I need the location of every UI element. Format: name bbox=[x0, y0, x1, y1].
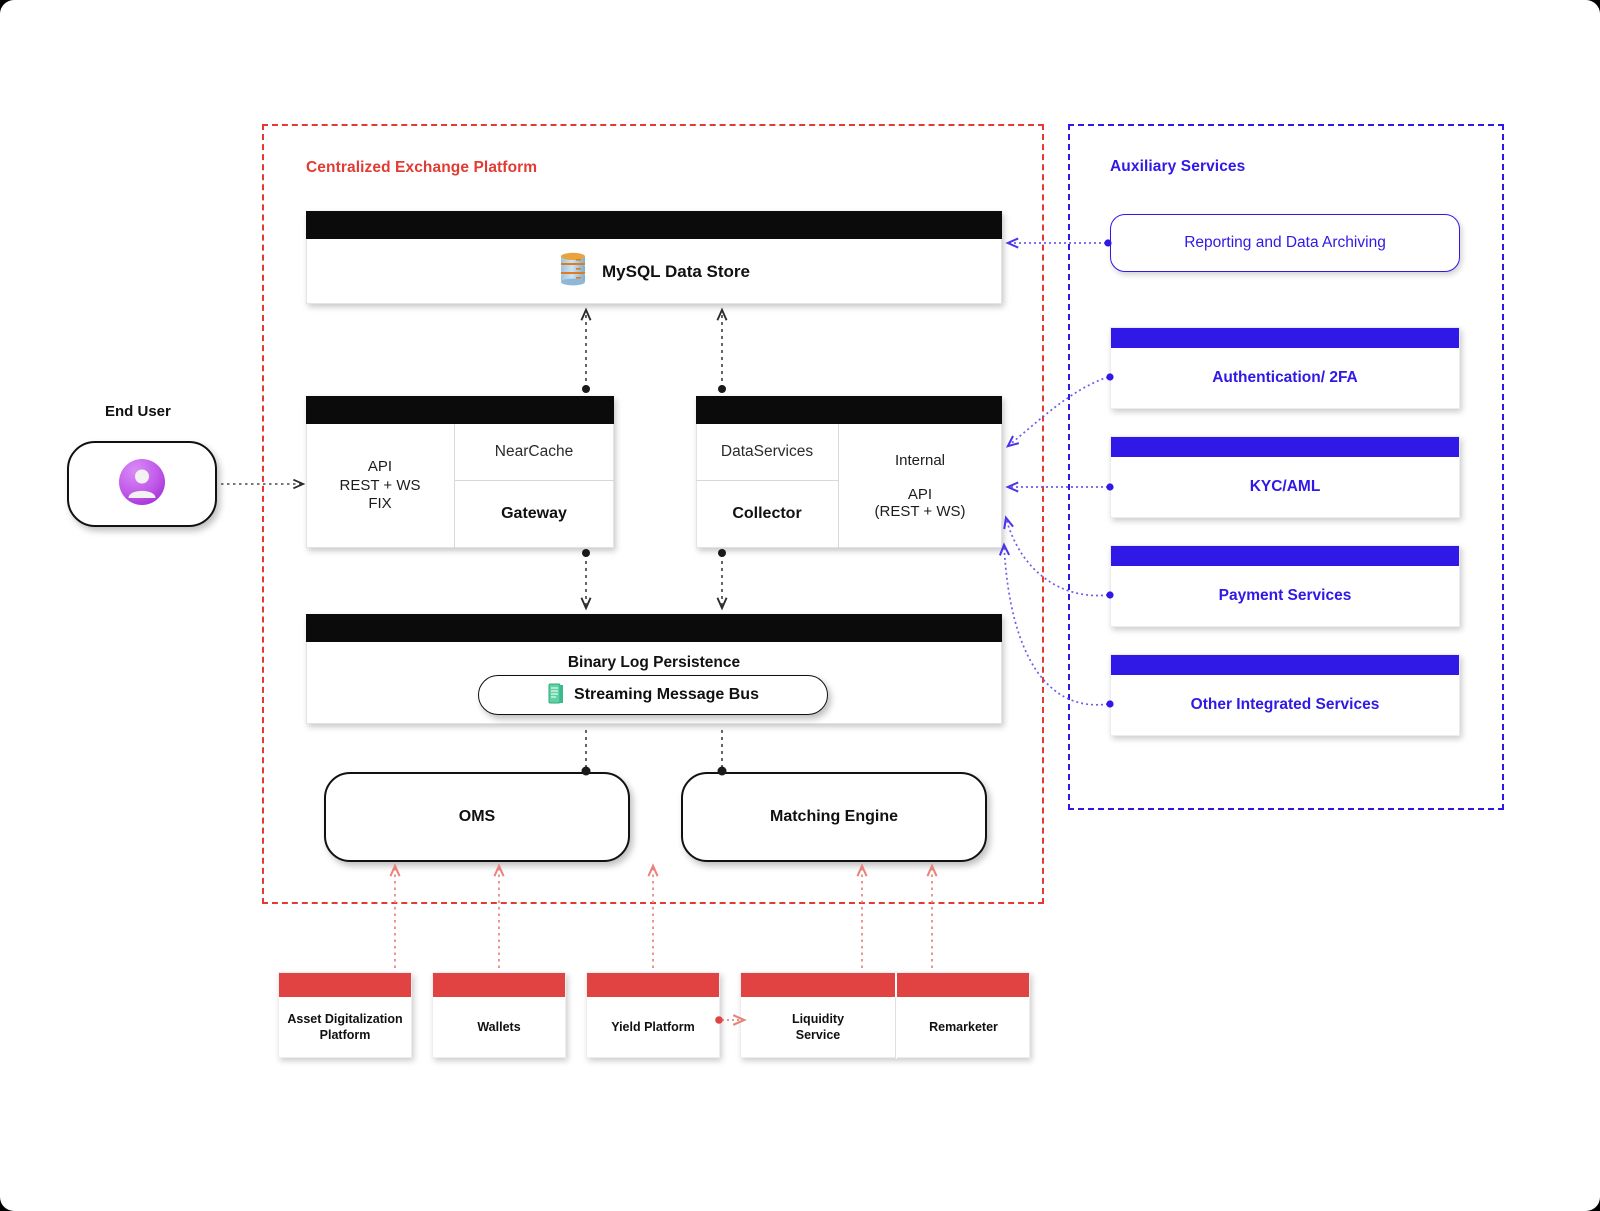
scroll-receipt-icon bbox=[547, 683, 564, 708]
aux-header-bar bbox=[1111, 328, 1459, 348]
service-asset-digitalization-platform-card[interactable]: Asset Digitalization Platform bbox=[278, 972, 412, 1058]
binary-log-persistence-label: Binary Log Persistence bbox=[567, 654, 741, 671]
service-yield-platform-card[interactable]: Yield Platform bbox=[586, 972, 720, 1058]
card-body bbox=[306, 239, 1002, 304]
aux-kyc-aml-card[interactable]: KYC/AML bbox=[1110, 436, 1460, 518]
card-header-bar bbox=[306, 211, 1002, 239]
oms-node[interactable]: OMS bbox=[324, 772, 630, 862]
dataservices-label: DataServices bbox=[720, 443, 814, 461]
aux-header-bar bbox=[1111, 655, 1459, 675]
card-header-bar bbox=[306, 614, 1002, 642]
cell-divider-horizontal bbox=[696, 480, 838, 481]
aux-label: Other Integrated Services bbox=[1190, 696, 1380, 713]
service-label: Asset Digitalization Platform bbox=[287, 1011, 403, 1042]
service-label: Yield Platform bbox=[611, 1019, 695, 1034]
aux-label: Payment Services bbox=[1218, 587, 1352, 604]
service-liquidity-remarketer-group: Liquidity Service Remarketer bbox=[740, 972, 1030, 1059]
streaming-message-bus-label: Streaming Message Bus bbox=[574, 686, 759, 703]
aux-header-bar bbox=[1111, 546, 1459, 566]
service-divider-vertical-lower bbox=[895, 997, 896, 1059]
oms-label: OMS bbox=[458, 808, 496, 825]
card-header-bar bbox=[696, 396, 1002, 424]
streaming-message-bus-node[interactable]: Streaming Message Bus bbox=[478, 675, 828, 715]
internal-api-label: Internal API (REST + WS) bbox=[874, 451, 966, 521]
cell-divider-vertical bbox=[454, 424, 455, 548]
binary-log-persistence-card[interactable]: Binary Log Persistence Streaming Message… bbox=[306, 614, 1002, 724]
group-title-centralized-exchange-platform: Centralized Exchange Platform bbox=[306, 159, 538, 176]
aux-authentication-2fa-card[interactable]: Authentication/ 2FA bbox=[1110, 327, 1460, 409]
aux-label: KYC/AML bbox=[1249, 478, 1321, 495]
service-label: Remarketer bbox=[929, 1019, 998, 1034]
user-avatar-icon bbox=[117, 457, 167, 512]
aux-reporting-and-data-archiving-node[interactable]: Reporting and Data Archiving bbox=[1110, 214, 1460, 272]
end-user-label: End User bbox=[105, 403, 171, 420]
nearcache-label: NearCache bbox=[494, 443, 574, 461]
matching-engine-label: Matching Engine bbox=[770, 808, 898, 825]
data-services-card[interactable]: DataServices Collector Internal API (RES… bbox=[696, 396, 1002, 548]
mysql-data-store-card[interactable]: MySQL Data Store bbox=[306, 211, 1002, 304]
service-wallets-card[interactable]: Wallets bbox=[432, 972, 566, 1058]
service-header-bar bbox=[587, 973, 719, 997]
card-body bbox=[696, 424, 1002, 548]
aux-label: Reporting and Data Archiving bbox=[1184, 234, 1386, 251]
service-header-bar bbox=[279, 973, 411, 997]
service-header-bar bbox=[741, 973, 1029, 997]
group-title-auxiliary-services: Auxiliary Services bbox=[1110, 158, 1246, 175]
service-label: Wallets bbox=[477, 1019, 521, 1034]
aux-header-bar bbox=[1111, 437, 1459, 457]
collector-label: Collector bbox=[732, 505, 802, 523]
aux-other-integrated-services-card[interactable]: Other Integrated Services bbox=[1110, 654, 1460, 736]
card-header-bar bbox=[306, 396, 614, 424]
cell-divider-horizontal bbox=[454, 480, 614, 481]
aux-payment-services-card[interactable]: Payment Services bbox=[1110, 545, 1460, 627]
aux-label: Authentication/ 2FA bbox=[1212, 369, 1358, 386]
end-user-node[interactable] bbox=[67, 441, 217, 527]
cell-divider-vertical bbox=[838, 424, 839, 548]
service-label: Liquidity Service bbox=[791, 1011, 845, 1042]
group-frame-auxiliary-services bbox=[1068, 124, 1504, 810]
matching-engine-node[interactable]: Matching Engine bbox=[681, 772, 987, 862]
service-header-bar bbox=[433, 973, 565, 997]
gateway-label: Gateway bbox=[501, 505, 567, 523]
mysql-data-store-label: MySQL Data Store bbox=[601, 261, 750, 281]
api-gateway-card[interactable]: API REST + WS FIX NearCache Gateway bbox=[306, 396, 614, 548]
database-icon bbox=[558, 252, 588, 291]
api-protocols-label: API REST + WS FIX bbox=[339, 457, 421, 513]
card-body bbox=[306, 424, 614, 548]
